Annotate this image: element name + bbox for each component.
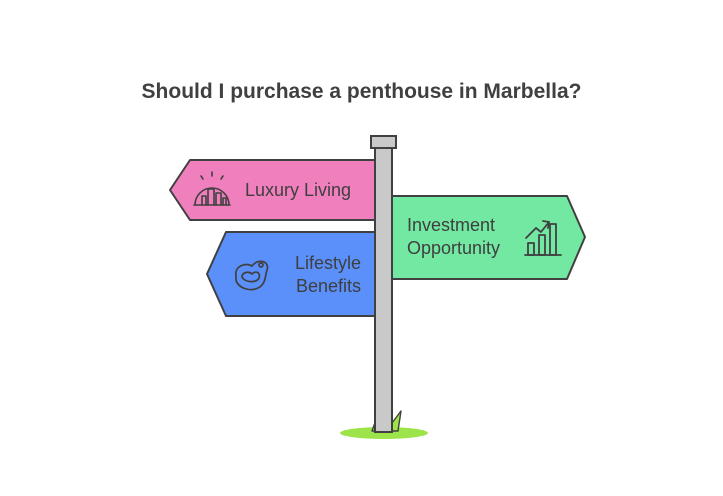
city-skyline-icon [193,171,231,206]
sign-lifestyle-benefits [206,231,384,317]
sign-label-investment: Investment Opportunity [407,214,500,260]
signpost-pole [370,135,397,433]
sign-investment-opportunity [391,195,586,280]
sign-label-investment-line1: Investment [407,215,496,235]
diagram-title: Should I purchase a penthouse in Marbell… [141,80,582,103]
sign-label-investment-line2: Opportunity [407,238,501,258]
sign-label-luxury-living: Luxury Living [245,180,352,200]
sign-label-lifestyle-line2: Benefits [295,276,361,296]
sign-label-lifestyle: Lifestyle Benefits [286,252,361,298]
sign-label-lifestyle-line1: Lifestyle [294,253,361,273]
growth-chart-icon [524,220,562,256]
steak-icon [235,260,269,291]
